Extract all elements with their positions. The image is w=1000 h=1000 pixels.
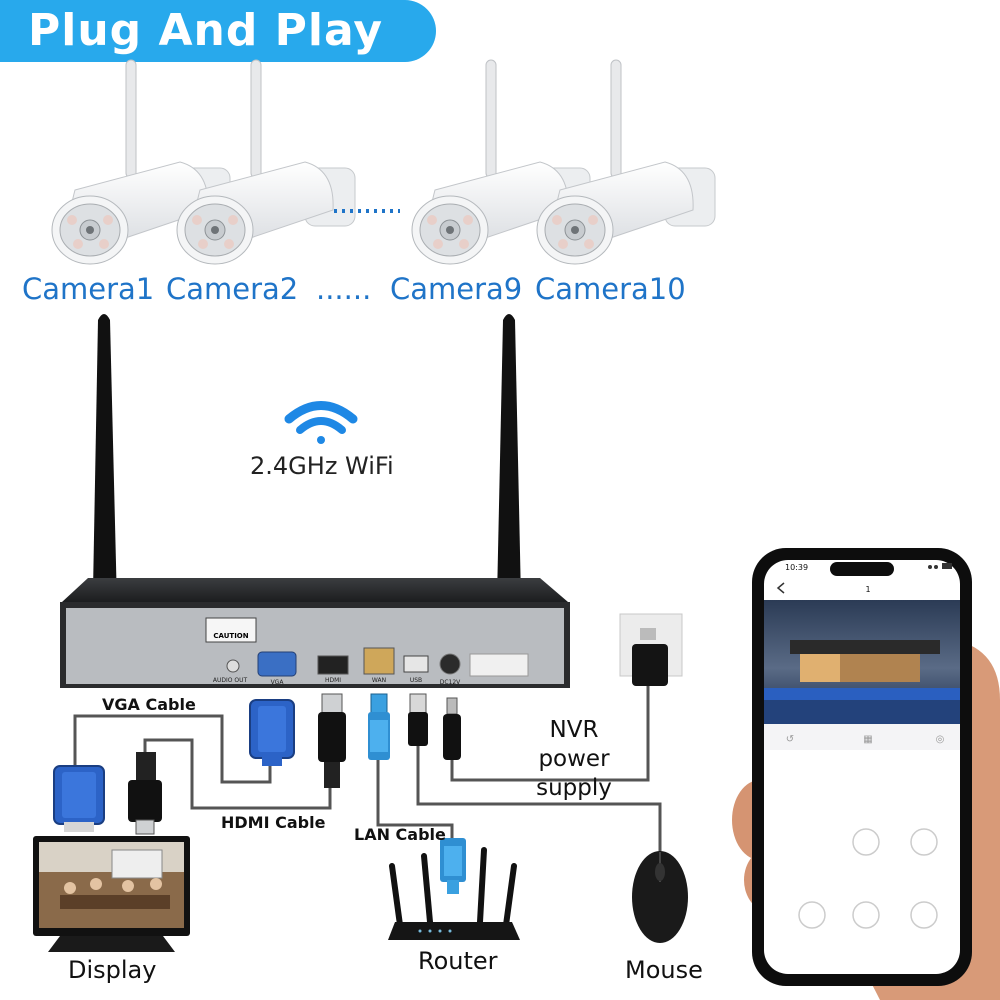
mouse-device: [632, 851, 688, 943]
vga-connector-nvr: [249, 699, 295, 766]
lan-connector-nvr: [368, 693, 390, 760]
mouse-label: Mouse: [625, 956, 703, 984]
usb-connector-nvr: [408, 693, 428, 746]
port-label-wan: WAN: [372, 677, 386, 684]
vga-cable-label: VGA Cable: [102, 695, 196, 714]
router-device: [388, 847, 520, 940]
hdmi-cable-label: HDMI Cable: [221, 813, 326, 832]
port-label-dc12v: DC12V: [440, 679, 461, 686]
wifi-icon: [284, 401, 358, 444]
svg-text:↺: ↺: [786, 734, 794, 745]
display-label: Display: [68, 956, 157, 984]
camera-10: [536, 59, 716, 265]
vga-connector-display: [53, 765, 105, 832]
power-adapter-icon: [619, 613, 683, 686]
wifi-label: 2.4GHz WiFi: [250, 452, 394, 480]
lan-connector-router: [440, 838, 466, 894]
nvr-caution-label: CAUTION: [213, 632, 248, 640]
port-label-usb: USB: [410, 677, 422, 684]
power-label-line1: NVR power: [538, 717, 610, 772]
power-label-line2: supply: [536, 775, 612, 801]
svg-text:▦: ▦: [863, 734, 872, 745]
camera-label-10: Camera10: [535, 272, 686, 306]
router-label: Router: [418, 947, 498, 975]
port-label-hdmi: HDMI: [325, 677, 341, 684]
camera-label-1: Camera1: [22, 272, 155, 306]
camera-label-9: Camera9: [390, 272, 523, 306]
dc-power-plug: [443, 697, 461, 760]
port-label-audio-out: AUDIO OUT: [213, 677, 248, 684]
nvr-recorder: CAUTION AUDIO OUT VGA HDMI WAN USB DC12V: [60, 578, 570, 688]
camera-label-2: Camera2: [166, 272, 299, 306]
lan-cable-label: LAN Cable: [354, 825, 446, 844]
nvr-power-supply-label: NVR power supply: [512, 716, 636, 803]
phone-status-time: 10:39: [785, 563, 808, 572]
cable-lines: [73, 684, 662, 860]
smartphone: 10:39 1 ↺ ▦ ◎: [752, 548, 972, 986]
svg-text:◎: ◎: [936, 734, 945, 745]
plug-and-play-banner: Plug And Play: [0, 0, 436, 62]
hdmi-connector-nvr: [318, 693, 346, 788]
display-monitor: [33, 836, 190, 952]
phone-page-title: 1: [865, 585, 870, 594]
port-label-vga: VGA: [271, 679, 285, 686]
camera-2: [176, 59, 356, 265]
hdmi-connector-display: [128, 752, 162, 835]
camera-ellipsis-label: ......: [316, 272, 372, 306]
